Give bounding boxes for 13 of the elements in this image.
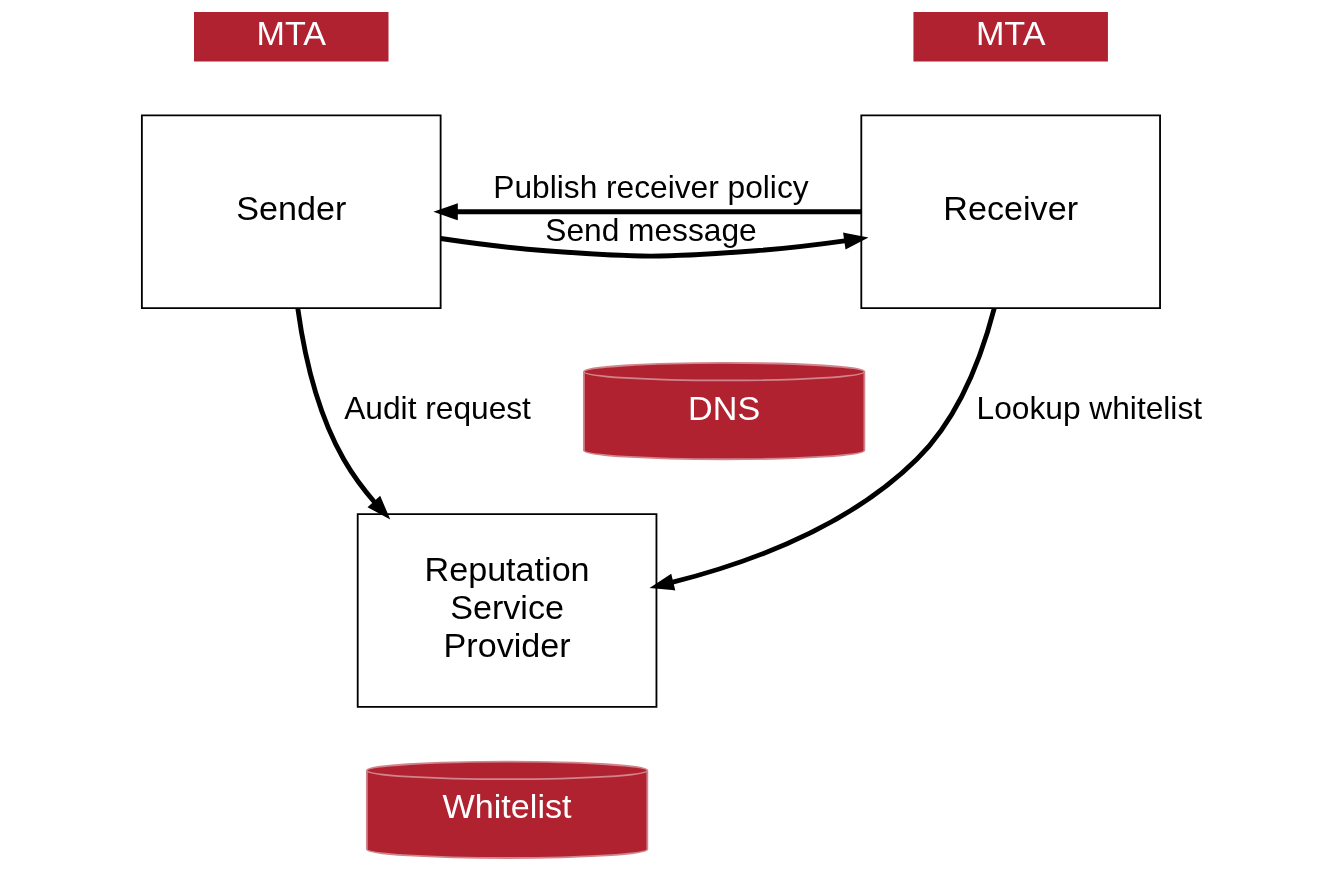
arrow	[294, 308, 390, 520]
arrow	[649, 307, 997, 591]
node-box: MTA	[912, 12, 1108, 62]
node-box: Sender	[140, 114, 442, 309]
edge-label: Send message	[544, 211, 757, 248]
arrow	[439, 232, 868, 259]
edge-label: Audit request	[343, 389, 531, 426]
node-box: Receiver	[859, 114, 1161, 309]
node-box: Reputation Service Provider	[356, 513, 657, 708]
edge-label: Publish receiver policy	[492, 169, 809, 206]
node-box: MTA	[193, 12, 388, 62]
edge-label: Lookup whitelist	[976, 389, 1202, 426]
arrow	[432, 203, 861, 221]
